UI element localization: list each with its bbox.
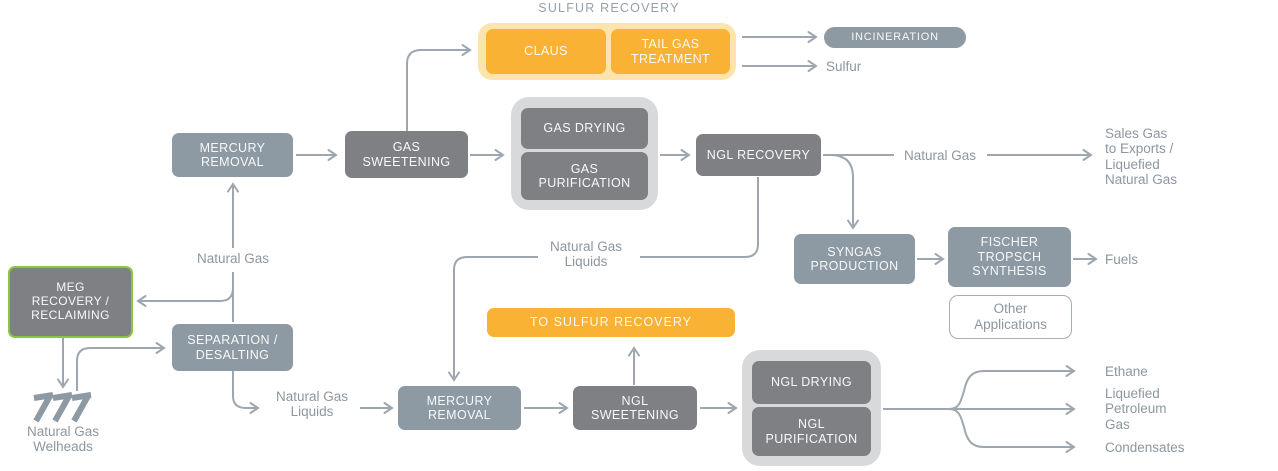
label-natural-gas-liquids-mid: Natural Gas Liquids — [549, 239, 623, 270]
node-incineration: INCINERATION — [824, 27, 966, 48]
node-gas-drying: GAS DRYING — [521, 108, 648, 149]
node-ngl-sweetening: NGL SWEETENING — [573, 386, 697, 430]
node-mercury-removal-top: MERCURY REMOVAL — [172, 133, 293, 177]
ngl-treatment-group: NGL DRYING NGL PURIFICATION — [742, 350, 881, 466]
node-gas-sweetening: GAS SWEETENING — [345, 131, 468, 178]
label-ethane: Ethane — [1105, 364, 1148, 379]
node-ngl-drying: NGL DRYING — [752, 361, 871, 404]
connector-sweetening-claus — [406, 44, 472, 131]
node-other-applications: Other Applications — [949, 295, 1072, 339]
node-gas-purification: GAS PURIFICATION — [521, 152, 648, 200]
node-syngas-production: SYNGAS PRODUCTION — [794, 234, 915, 284]
node-fischer-tropsch-synthesis: FISCHER TROPSCH SYNTHESIS — [948, 227, 1071, 287]
connector-fork-condensates — [948, 408, 1076, 453]
connector-separation-nglbottom — [232, 371, 260, 414]
label-natural-gas-wellheads: Natural Gas Welheads — [26, 424, 100, 455]
wellheads-icon — [33, 392, 92, 423]
gas-treatment-group: GAS DRYING GAS PURIFICATION — [511, 97, 658, 210]
sulfur-recovery-group: CLAUS TAIL GAS TREATMENT — [478, 23, 736, 80]
node-meg-recovery-reclaiming: MEG RECOVERY / RECLAIMING — [8, 266, 133, 338]
label-sales-gas: Sales Gas to Exports / Liquefied Natural… — [1105, 126, 1178, 188]
label-natural-gas-top: Natural Gas — [903, 148, 977, 163]
label-natural-gas-feed: Natural Gas — [196, 251, 270, 266]
node-tail-gas-treatment: TAIL GAS TREATMENT — [611, 29, 730, 74]
connector-wellheads-separation — [76, 342, 166, 391]
node-mercury-removal-bottom: MERCURY REMOVAL — [398, 386, 521, 430]
label-sulfur: Sulfur — [826, 59, 862, 74]
label-natural-gas-liquids-bottom: Natural Gas Liquids — [275, 389, 349, 420]
connector-fork-ethane — [948, 365, 1076, 410]
label-fuels: Fuels — [1105, 252, 1139, 267]
label-liquefied-petroleum-gas: Liquefied Petroleum Gas — [1105, 386, 1167, 432]
connector-branch-syngas — [831, 154, 859, 230]
node-claus: CLAUS — [486, 29, 606, 74]
node-ngl-recovery: NGL RECOVERY — [696, 134, 821, 176]
connector-feed-meg — [136, 287, 234, 307]
sulfur-recovery-title: SULFUR RECOVERY — [538, 1, 680, 15]
node-ngl-purification: NGL PURIFICATION — [752, 407, 871, 456]
node-separation-desalting: SEPARATION / DESALTING — [172, 324, 293, 371]
node-to-sulfur-recovery: TO SULFUR RECOVERY — [487, 308, 735, 337]
label-condensates: Condensates — [1105, 440, 1185, 455]
